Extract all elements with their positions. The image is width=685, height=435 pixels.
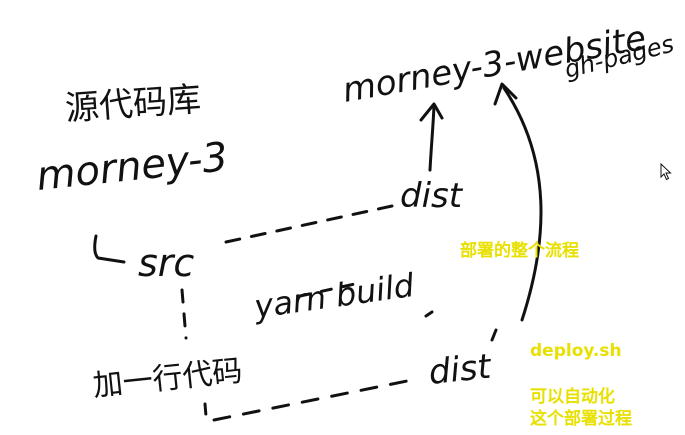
label-dist-top: dist xyxy=(400,176,464,216)
label-src: src xyxy=(138,241,194,285)
dashed-line-to-dist-bottom xyxy=(212,378,414,422)
bracket-stroke xyxy=(93,234,126,264)
tick-mark xyxy=(424,310,434,318)
tick-mark xyxy=(490,328,498,342)
label-build-command: yarn build xyxy=(251,266,417,326)
arrow-dist-to-website xyxy=(428,104,436,172)
arrow-head-dist-to-website xyxy=(419,102,444,122)
dashed-line-down-bottom xyxy=(203,402,208,418)
mouse-cursor-icon xyxy=(660,163,672,181)
note-deploy-flow: 部署的整个流程 xyxy=(460,241,579,261)
label-source-repo: 源代码库 xyxy=(64,80,202,129)
arrow-dist-to-gh-pages xyxy=(502,86,543,322)
label-add-line: 加一行代码 xyxy=(91,353,244,403)
arrow-head-dist-to-gh-pages xyxy=(493,82,518,106)
note-deploy-script: deploy.sh xyxy=(530,341,622,361)
dashed-line-src-down xyxy=(180,288,188,340)
label-dist-bottom: dist xyxy=(427,347,495,393)
dashed-line-diagonal xyxy=(298,280,366,298)
dashed-line-src-to-dist-top xyxy=(224,204,394,244)
note-automate-line2: 这个部署过程 xyxy=(530,409,632,429)
label-repo-name: morney-3 xyxy=(34,134,230,200)
note-automate-line1: 可以自动化 xyxy=(530,387,615,407)
